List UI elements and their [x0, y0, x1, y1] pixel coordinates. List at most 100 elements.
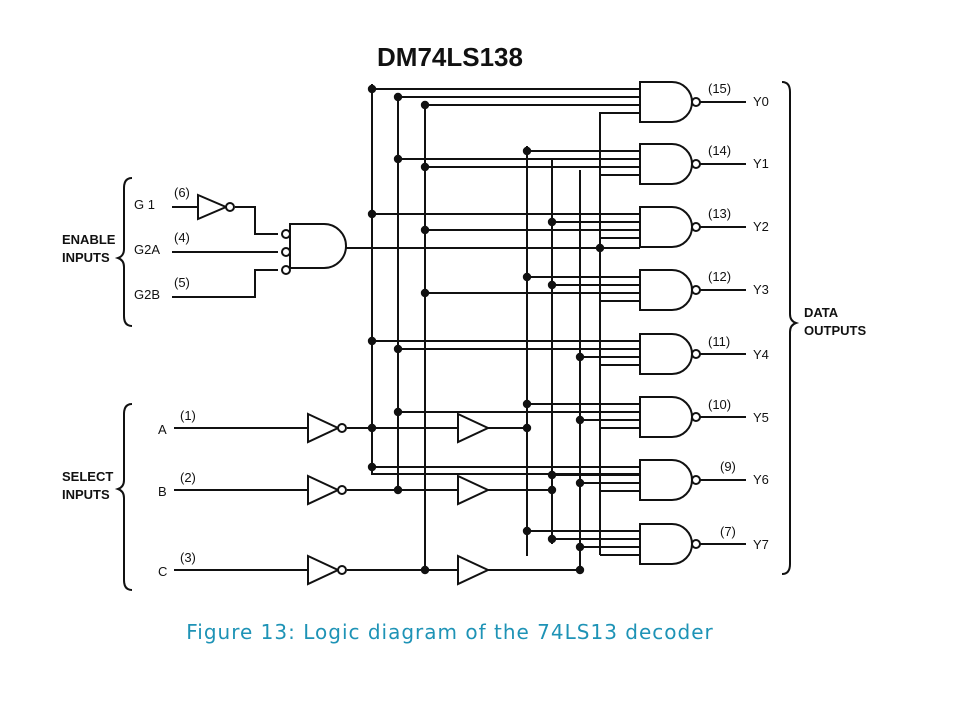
junction-dot — [393, 485, 403, 495]
svg-text:DATA: DATA — [804, 305, 839, 320]
nand-gate-y3 — [639, 269, 693, 311]
nand-gate-y6 — [639, 459, 693, 501]
pin-label-y6: (9) — [720, 459, 736, 474]
wire-g2b-to-and — [172, 269, 278, 298]
junction-dot — [547, 485, 557, 495]
gates — [197, 81, 701, 586]
input-label-b: B — [158, 484, 167, 499]
junction-dot — [420, 162, 430, 172]
junction-dot — [522, 526, 532, 536]
enable-inputs-label: ENABLE INPUTS — [62, 232, 116, 265]
pin-label-g2a: (4) — [174, 230, 190, 245]
junction-dot — [420, 288, 430, 298]
logic-diagram: DM74LS138 ENABLE INPUTS SELECT INPUTS DA… — [62, 42, 866, 591]
junction-dot — [522, 399, 532, 409]
svg-text:ENABLE: ENABLE — [62, 232, 116, 247]
data-outputs-brace — [781, 81, 800, 575]
nand-gate-y0 — [639, 81, 693, 123]
pin-label-y3: (12) — [708, 269, 731, 284]
junction-dot — [522, 423, 532, 433]
data-outputs-label: DATA OUTPUTS — [804, 305, 866, 338]
output-bubble-y5 — [691, 412, 701, 422]
inverter-c — [307, 554, 341, 586]
output-bubble-y2 — [691, 222, 701, 232]
select-inputs-label: SELECT INPUTS — [62, 469, 113, 502]
output-label-y3: Y3 — [753, 282, 769, 297]
pin-label-b: (2) — [180, 470, 196, 485]
diagram-panel: DM74LS138 ENABLE INPUTS SELECT INPUTS DA… — [40, 24, 888, 630]
output-label-y4: Y4 — [753, 347, 769, 362]
input-label-g2b: G2B — [134, 287, 160, 302]
junction-dot — [420, 565, 430, 575]
junction-dot — [367, 423, 377, 433]
enable-and-gate — [289, 223, 347, 269]
pin-label-g1: (6) — [174, 185, 190, 200]
junction-dot — [367, 84, 377, 94]
junction-dot — [393, 92, 403, 102]
junction-dot — [367, 336, 377, 346]
junction-dot — [575, 478, 585, 488]
pin-label-y1: (14) — [708, 143, 731, 158]
inverter-b — [307, 474, 341, 506]
inverter-c-bubble — [337, 565, 347, 575]
junction-dot — [393, 154, 403, 164]
output-label-y2: Y2 — [753, 219, 769, 234]
select-input-labels: A (1) B (2) C (3) — [158, 408, 196, 579]
output-label-y0: Y0 — [753, 94, 769, 109]
junction-dot — [522, 272, 532, 282]
inverter-b-bubble — [337, 485, 347, 495]
output-label-y7: Y7 — [753, 537, 769, 552]
nand-gate-y1 — [639, 143, 693, 185]
junction-dot — [367, 209, 377, 219]
pin-label-y5: (10) — [708, 397, 731, 412]
output-bubble-y6 — [691, 475, 701, 485]
pin-label-y2: (13) — [708, 206, 731, 221]
output-label-y1: Y1 — [753, 156, 769, 171]
wires — [172, 84, 746, 571]
and-input-bubble-2 — [281, 247, 291, 257]
inverter-a-bubble — [337, 423, 347, 433]
input-label-c: C — [158, 564, 167, 579]
junction-dot — [575, 542, 585, 552]
pin-label-y0: (15) — [708, 81, 731, 96]
diagram-title: DM74LS138 — [377, 42, 523, 72]
output-label-y6: Y6 — [753, 472, 769, 487]
input-label-g1: G 1 — [134, 197, 155, 212]
junction-dot — [547, 217, 557, 227]
nand-gate-y5 — [639, 396, 693, 438]
figure-caption: Figure 13: Logic diagram of the 74LS13 d… — [186, 620, 714, 644]
output-bubble-y1 — [691, 159, 701, 169]
output-bubble-y7 — [691, 539, 701, 549]
input-label-a: A — [158, 422, 167, 437]
junction-dot — [420, 225, 430, 235]
output-labels: (15) Y0 (14) Y1 (13) Y2 (12) Y3 (11) Y4 … — [708, 81, 769, 552]
svg-text:SELECT: SELECT — [62, 469, 113, 484]
output-bubble-y4 — [691, 349, 701, 359]
junction-dot — [595, 243, 605, 253]
svg-text:INPUTS: INPUTS — [62, 250, 110, 265]
nand-gate-y2 — [639, 206, 693, 248]
nand-gate-y4 — [639, 333, 693, 375]
output-label-y5: Y5 — [753, 410, 769, 425]
inverter-g1 — [197, 193, 229, 221]
output-bubble-y0 — [691, 97, 701, 107]
junction-dot — [547, 280, 557, 290]
junction-dot — [547, 534, 557, 544]
select-inputs-brace — [114, 403, 133, 591]
inverter-g1-bubble — [225, 202, 235, 212]
junction-dot — [547, 470, 557, 480]
pin-label-g2b: (5) — [174, 275, 190, 290]
pin-label-y7: (7) — [720, 524, 736, 539]
junction-dot — [393, 344, 403, 354]
input-label-g2a: G2A — [134, 242, 160, 257]
and-input-bubble-1 — [281, 229, 291, 239]
pin-label-a: (1) — [180, 408, 196, 423]
buffer-c — [457, 554, 491, 586]
svg-text:OUTPUTS: OUTPUTS — [804, 323, 866, 338]
nand-gate-y7 — [639, 523, 693, 565]
inverter-a — [307, 412, 341, 444]
wire-g1-to-and — [235, 206, 278, 235]
junction-dot — [420, 100, 430, 110]
junction-dot — [522, 146, 532, 156]
